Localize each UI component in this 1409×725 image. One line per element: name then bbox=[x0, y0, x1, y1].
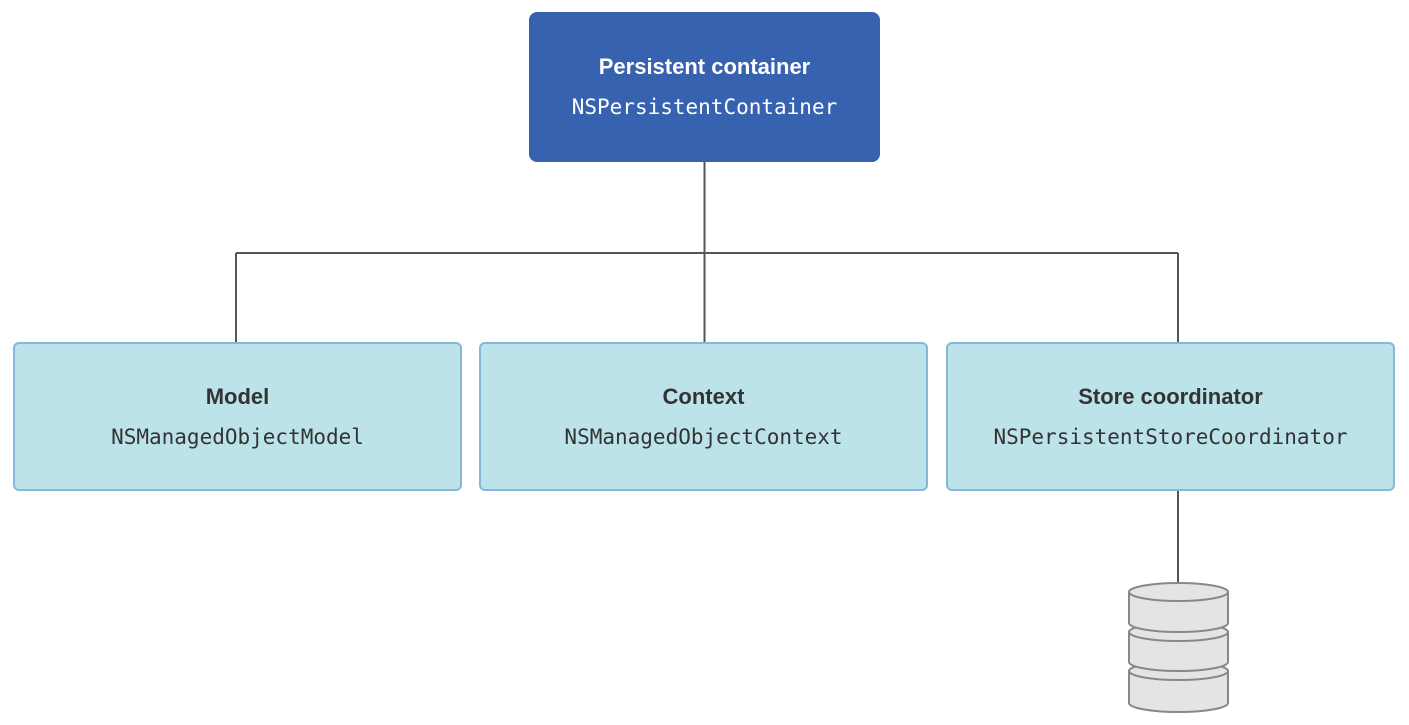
context-box: Context NSManagedObjectContext bbox=[479, 342, 928, 491]
store-coordinator-title: Store coordinator bbox=[1078, 383, 1263, 409]
persistent-container-title: Persistent container bbox=[598, 54, 811, 79]
model-box: Model NSManagedObjectModel bbox=[13, 342, 462, 491]
context-title: Context bbox=[662, 383, 745, 409]
model-title: Model bbox=[205, 383, 270, 409]
database-icon bbox=[1128, 582, 1229, 713]
store-coordinator-class-name: NSPersistentStoreCoordinator bbox=[993, 424, 1348, 449]
persistent-container-class-name: NSPersistentContainer bbox=[571, 95, 838, 119]
database-disk-top-cap bbox=[1128, 582, 1229, 602]
store-coordinator-box: Store coordinator NSPersistentStoreCoord… bbox=[946, 342, 1395, 491]
context-class-name: NSManagedObjectContext bbox=[564, 424, 843, 449]
persistent-container-box: Persistent container NSPersistentContain… bbox=[529, 12, 880, 162]
database-disk-top bbox=[1128, 591, 1229, 633]
database-disk-middle bbox=[1128, 631, 1229, 672]
model-class-name: NSManagedObjectModel bbox=[111, 424, 364, 449]
database-disk-bottom bbox=[1128, 670, 1229, 713]
